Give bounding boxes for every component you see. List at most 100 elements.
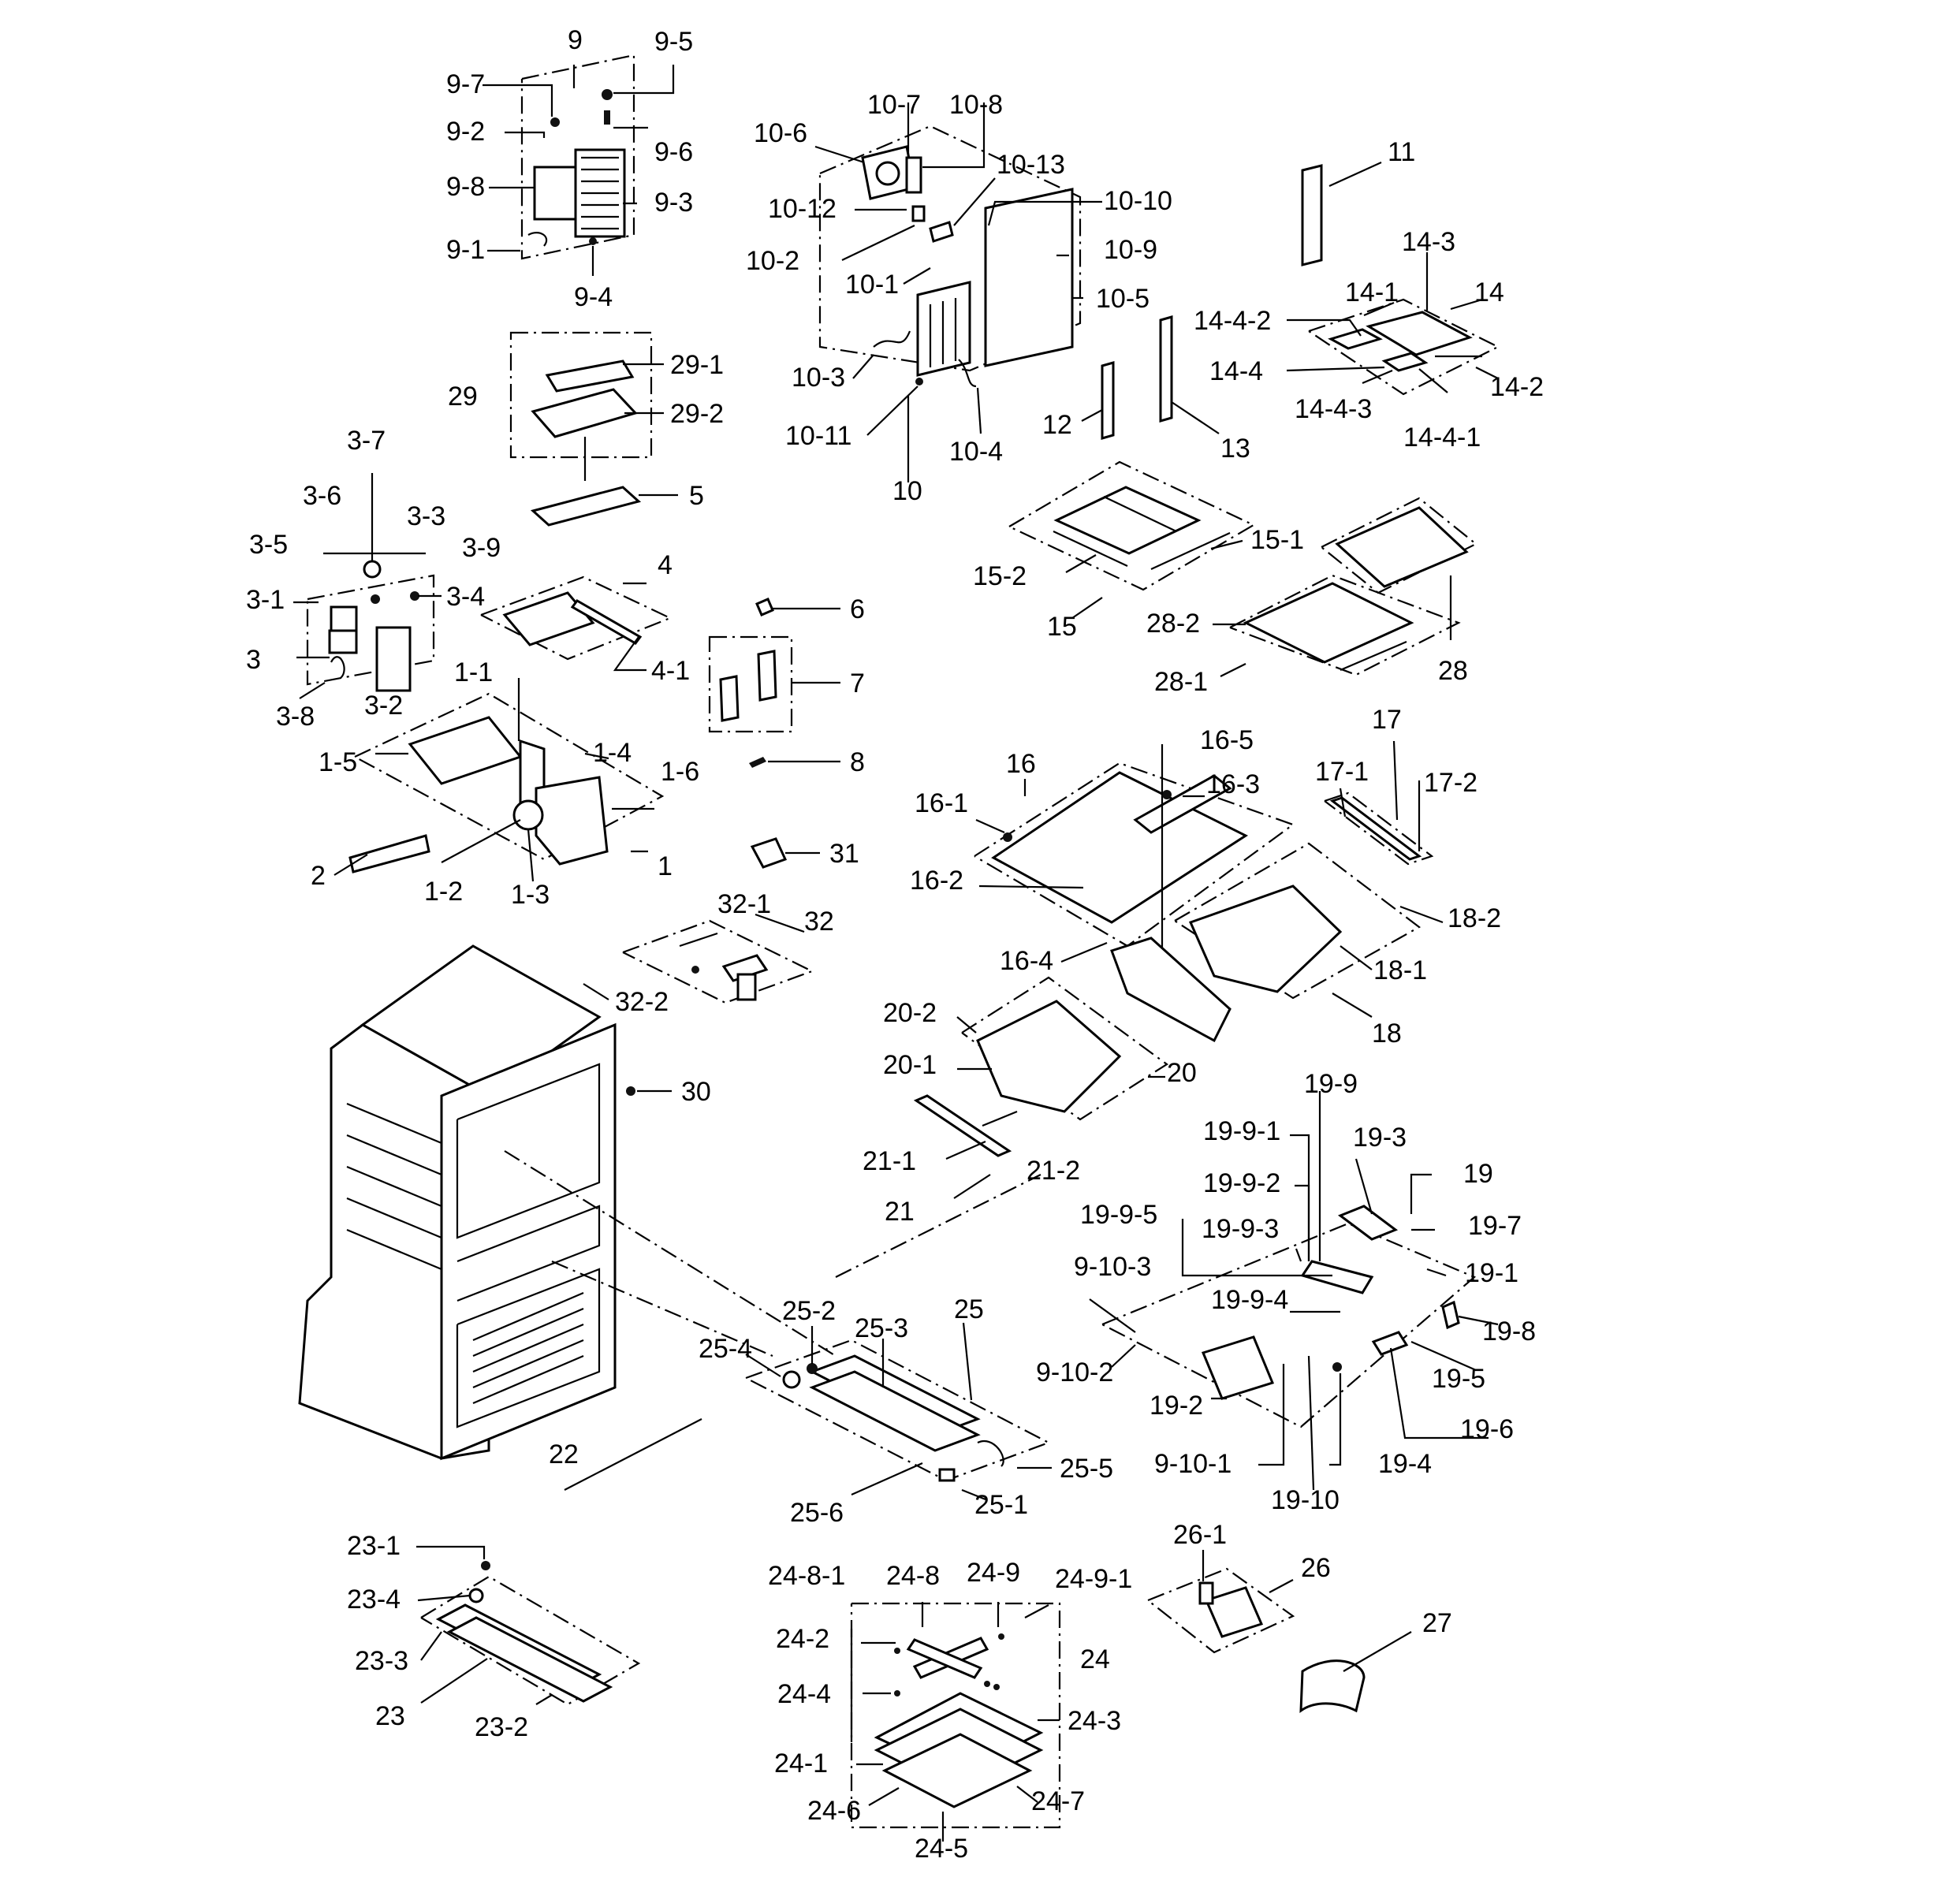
- label-25-6: 25-6: [790, 1498, 844, 1528]
- label-11: 11: [1388, 137, 1415, 167]
- label-23: 23: [375, 1701, 405, 1731]
- label-9-6: 9-6: [654, 137, 693, 167]
- part-31: [750, 837, 788, 869]
- label-19-7: 19-7: [1468, 1211, 1522, 1241]
- label-1-2: 1-2: [424, 877, 463, 907]
- label-19-3: 19-3: [1353, 1123, 1407, 1153]
- part-20-drawer: [976, 1000, 1122, 1113]
- label-14-4-2: 14-4-2: [1194, 306, 1271, 336]
- part-28-1: [1243, 582, 1414, 664]
- label-25: 25: [954, 1294, 984, 1324]
- part-16-3-rail: [1133, 774, 1232, 834]
- label-22: 22: [549, 1439, 579, 1469]
- group-29: 29 29-1 29-2 5: [448, 331, 724, 527]
- label-32: 32: [804, 907, 834, 937]
- label-32-1: 32-1: [717, 889, 771, 919]
- label-19-9-3: 19-9-3: [1202, 1214, 1279, 1244]
- part-26-1: [1198, 1581, 1214, 1605]
- label-9-2: 9-2: [446, 117, 485, 147]
- label-10: 10: [892, 476, 922, 506]
- label-19-9-4: 19-9-4: [1211, 1285, 1288, 1315]
- part-13: [1159, 315, 1173, 423]
- label-9-5: 9-5: [654, 27, 693, 57]
- part-24-5: [881, 1733, 1033, 1808]
- label-16-4: 16-4: [1000, 946, 1053, 976]
- label-24-6: 24-6: [807, 1796, 861, 1826]
- label-9-4: 9-4: [574, 282, 613, 312]
- label-10-8: 10-8: [949, 90, 1003, 120]
- group-28: 28-2 28-1 28: [1146, 497, 1478, 697]
- label-23-1: 23-1: [347, 1531, 401, 1561]
- group-10: 10-7 10-8 10-6 10-13 10-12 10-10 10-2 10…: [746, 90, 1172, 506]
- label-17: 17: [1372, 705, 1402, 735]
- part-29-2: [531, 388, 638, 438]
- label-7: 7: [850, 669, 865, 698]
- label-3: 3: [246, 645, 261, 675]
- label-23-4: 23-4: [347, 1585, 401, 1615]
- label-25-3: 25-3: [855, 1313, 908, 1343]
- label-3-6: 3-6: [303, 481, 341, 511]
- label-19-9: 19-9: [1304, 1069, 1358, 1099]
- group-20-21: 20-2 20-1 20 21-1 21-2 21: [863, 937, 1232, 1227]
- part-2: [348, 834, 430, 873]
- label-16-1: 16-1: [915, 788, 968, 818]
- part-19-3: [1337, 1205, 1399, 1241]
- part-22-cabinet-front: [440, 1022, 617, 1461]
- part-25-4: [782, 1370, 801, 1389]
- label-3-7: 3-7: [347, 426, 386, 456]
- part-10-9: [984, 188, 1074, 367]
- label-31: 31: [829, 839, 859, 869]
- label-10-10: 10-10: [1104, 186, 1172, 216]
- part-7a: [719, 675, 740, 722]
- part-23-4: [468, 1588, 484, 1603]
- label-16-5: 16-5: [1200, 725, 1254, 755]
- part-23-1: [481, 1561, 490, 1570]
- label-1-5: 1-5: [319, 747, 357, 777]
- label-29-2: 29-2: [670, 399, 724, 429]
- label-24-9: 24-9: [967, 1558, 1020, 1588]
- label-14-4-3: 14-4-3: [1295, 394, 1372, 424]
- label-20-2: 20-2: [883, 998, 937, 1028]
- label-9-7: 9-7: [446, 69, 485, 99]
- label-10-13: 10-13: [997, 150, 1065, 180]
- part-32-head: [721, 954, 769, 982]
- group-25: 25-2 25-3 25 25-4 25-5 25-6 25-1: [699, 1174, 1113, 1528]
- part-3-1: [330, 605, 358, 632]
- part-10-8: [905, 156, 922, 194]
- part-4-1: [570, 599, 643, 645]
- part-14-4-2: [1328, 328, 1383, 350]
- label-28-1: 28-1: [1154, 667, 1208, 697]
- label-25-2: 25-2: [782, 1296, 836, 1326]
- label-19-1: 19-1: [1465, 1258, 1518, 1288]
- label-10-3: 10-3: [792, 363, 845, 393]
- group-9: 9 9-5 9-7 9-2 9-6 9-8 9-3 9-1 9-4: [446, 25, 693, 312]
- label-3-5: 3-5: [249, 530, 288, 560]
- label-20-1: 20-1: [883, 1050, 937, 1080]
- label-19-8: 19-8: [1482, 1317, 1536, 1346]
- label-4: 4: [658, 550, 673, 580]
- label-26: 26: [1301, 1553, 1331, 1583]
- label-32-2: 32-2: [615, 987, 669, 1017]
- group-14: 14-3 14-1 14 14-4-2 14-4 14-2 14-4-3 14-…: [1194, 227, 1544, 453]
- label-19-9-2: 19-9-2: [1203, 1168, 1280, 1198]
- label-18-2: 18-2: [1448, 903, 1501, 933]
- label-14-4: 14-4: [1209, 356, 1263, 386]
- part-19-8: [1441, 1300, 1460, 1330]
- group-23: 23-1 23-4 23-3 23 23-2: [347, 1531, 641, 1742]
- label-9-3: 9-3: [654, 188, 693, 218]
- label-9-10-3: 9-10-3: [1074, 1252, 1151, 1282]
- label-10-9: 10-9: [1104, 235, 1157, 265]
- part-15-1: [1053, 486, 1202, 555]
- label-19-6: 19-6: [1460, 1414, 1514, 1444]
- label-3-2: 3-2: [364, 691, 403, 721]
- label-24: 24: [1080, 1644, 1110, 1674]
- label-16: 16: [1006, 749, 1036, 779]
- part-18-drawer: [1188, 885, 1343, 993]
- label-18: 18: [1372, 1019, 1402, 1048]
- group-26-27: 26-1 26 27: [1147, 1520, 1452, 1713]
- label-10-6: 10-6: [754, 118, 807, 148]
- label-12: 12: [1042, 410, 1072, 440]
- label-24-8: 24-8: [886, 1561, 940, 1591]
- label-1-4: 1-4: [593, 738, 632, 768]
